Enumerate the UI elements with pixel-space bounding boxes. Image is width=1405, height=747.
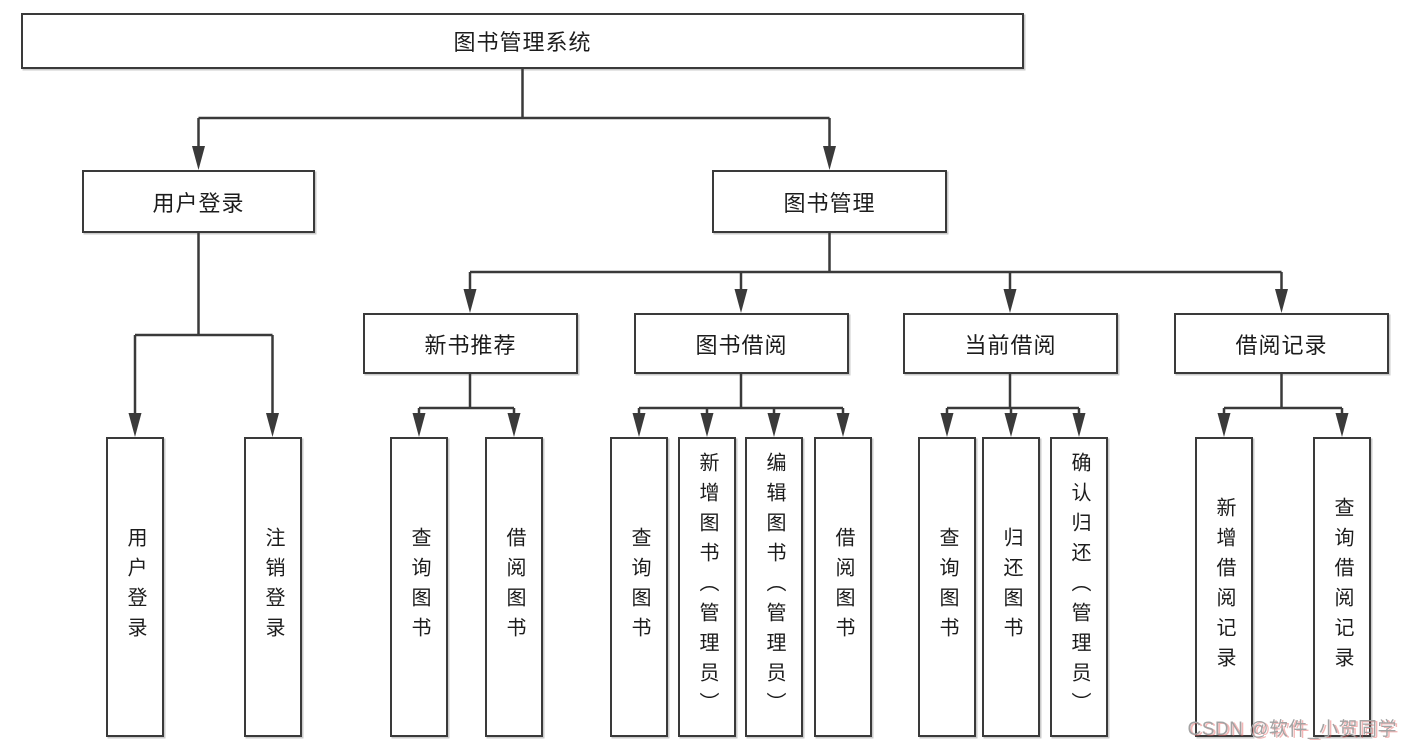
root-node-label: 图书管理系统 bbox=[453, 30, 592, 55]
leaf-user-login-label: 用户登录 bbox=[124, 527, 146, 647]
leaf-query-books-current-label: 查询图书 bbox=[936, 527, 958, 647]
node-new-book-recommend: 新书推荐 bbox=[363, 313, 578, 374]
leaf-borrow-books-recommend-label: 借阅图书 bbox=[503, 527, 525, 647]
node-borrow-records: 借阅记录 bbox=[1174, 313, 1389, 374]
node-user-login-label: 用户登录 bbox=[152, 190, 245, 216]
leaf-return-book: 归还图书 bbox=[982, 437, 1040, 737]
node-new-book-recommend-label: 新书推荐 bbox=[424, 332, 517, 358]
node-current-borrow-label: 当前借阅 bbox=[964, 332, 1057, 358]
leaf-add-book-admin: 新增图书（管理员） bbox=[678, 437, 736, 737]
node-user-login: 用户登录 bbox=[82, 170, 315, 233]
node-book-management-label: 图书管理 bbox=[783, 190, 876, 216]
leaf-query-borrow-record-label: 查询借阅记录 bbox=[1331, 497, 1353, 677]
leaf-logout-label: 注销登录 bbox=[262, 527, 284, 647]
watermark: CSDN @软件_小贺同学 bbox=[1187, 719, 1397, 740]
leaf-query-borrow-record: 查询借阅记录 bbox=[1313, 437, 1371, 737]
leaf-borrow-books-recommend: 借阅图书 bbox=[485, 437, 543, 737]
leaf-query-books-borrow: 查询图书 bbox=[610, 437, 668, 737]
leaf-add-book-admin-label: 新增图书（管理员） bbox=[696, 452, 718, 722]
leaf-confirm-return-admin-label: 确认归还（管理员） bbox=[1068, 452, 1090, 722]
leaf-add-borrow-record-label: 新增借阅记录 bbox=[1213, 497, 1235, 677]
leaf-borrow-books: 借阅图书 bbox=[814, 437, 872, 737]
node-book-borrow: 图书借阅 bbox=[634, 313, 849, 374]
leaf-query-books-current: 查询图书 bbox=[918, 437, 976, 737]
node-borrow-records-label: 借阅记录 bbox=[1235, 332, 1328, 358]
leaf-query-books-borrow-label: 查询图书 bbox=[628, 527, 650, 647]
leaf-user-login: 用户登录 bbox=[106, 437, 164, 737]
leaf-confirm-return-admin: 确认归还（管理员） bbox=[1050, 437, 1108, 737]
node-book-management: 图书管理 bbox=[712, 170, 947, 233]
leaf-edit-book-admin: 编辑图书（管理员） bbox=[745, 437, 803, 737]
node-book-borrow-label: 图书借阅 bbox=[695, 332, 788, 358]
leaf-edit-book-admin-label: 编辑图书（管理员） bbox=[763, 452, 785, 722]
node-current-borrow: 当前借阅 bbox=[903, 313, 1118, 374]
leaf-return-book-label: 归还图书 bbox=[1000, 527, 1022, 647]
leaf-query-books-recommend-label: 查询图书 bbox=[408, 527, 430, 647]
leaf-borrow-books-label: 借阅图书 bbox=[832, 527, 854, 647]
leaf-query-books-recommend: 查询图书 bbox=[390, 437, 448, 737]
leaf-add-borrow-record: 新增借阅记录 bbox=[1195, 437, 1253, 737]
root-node: 图书管理系统 bbox=[21, 13, 1024, 69]
leaf-logout: 注销登录 bbox=[244, 437, 302, 737]
